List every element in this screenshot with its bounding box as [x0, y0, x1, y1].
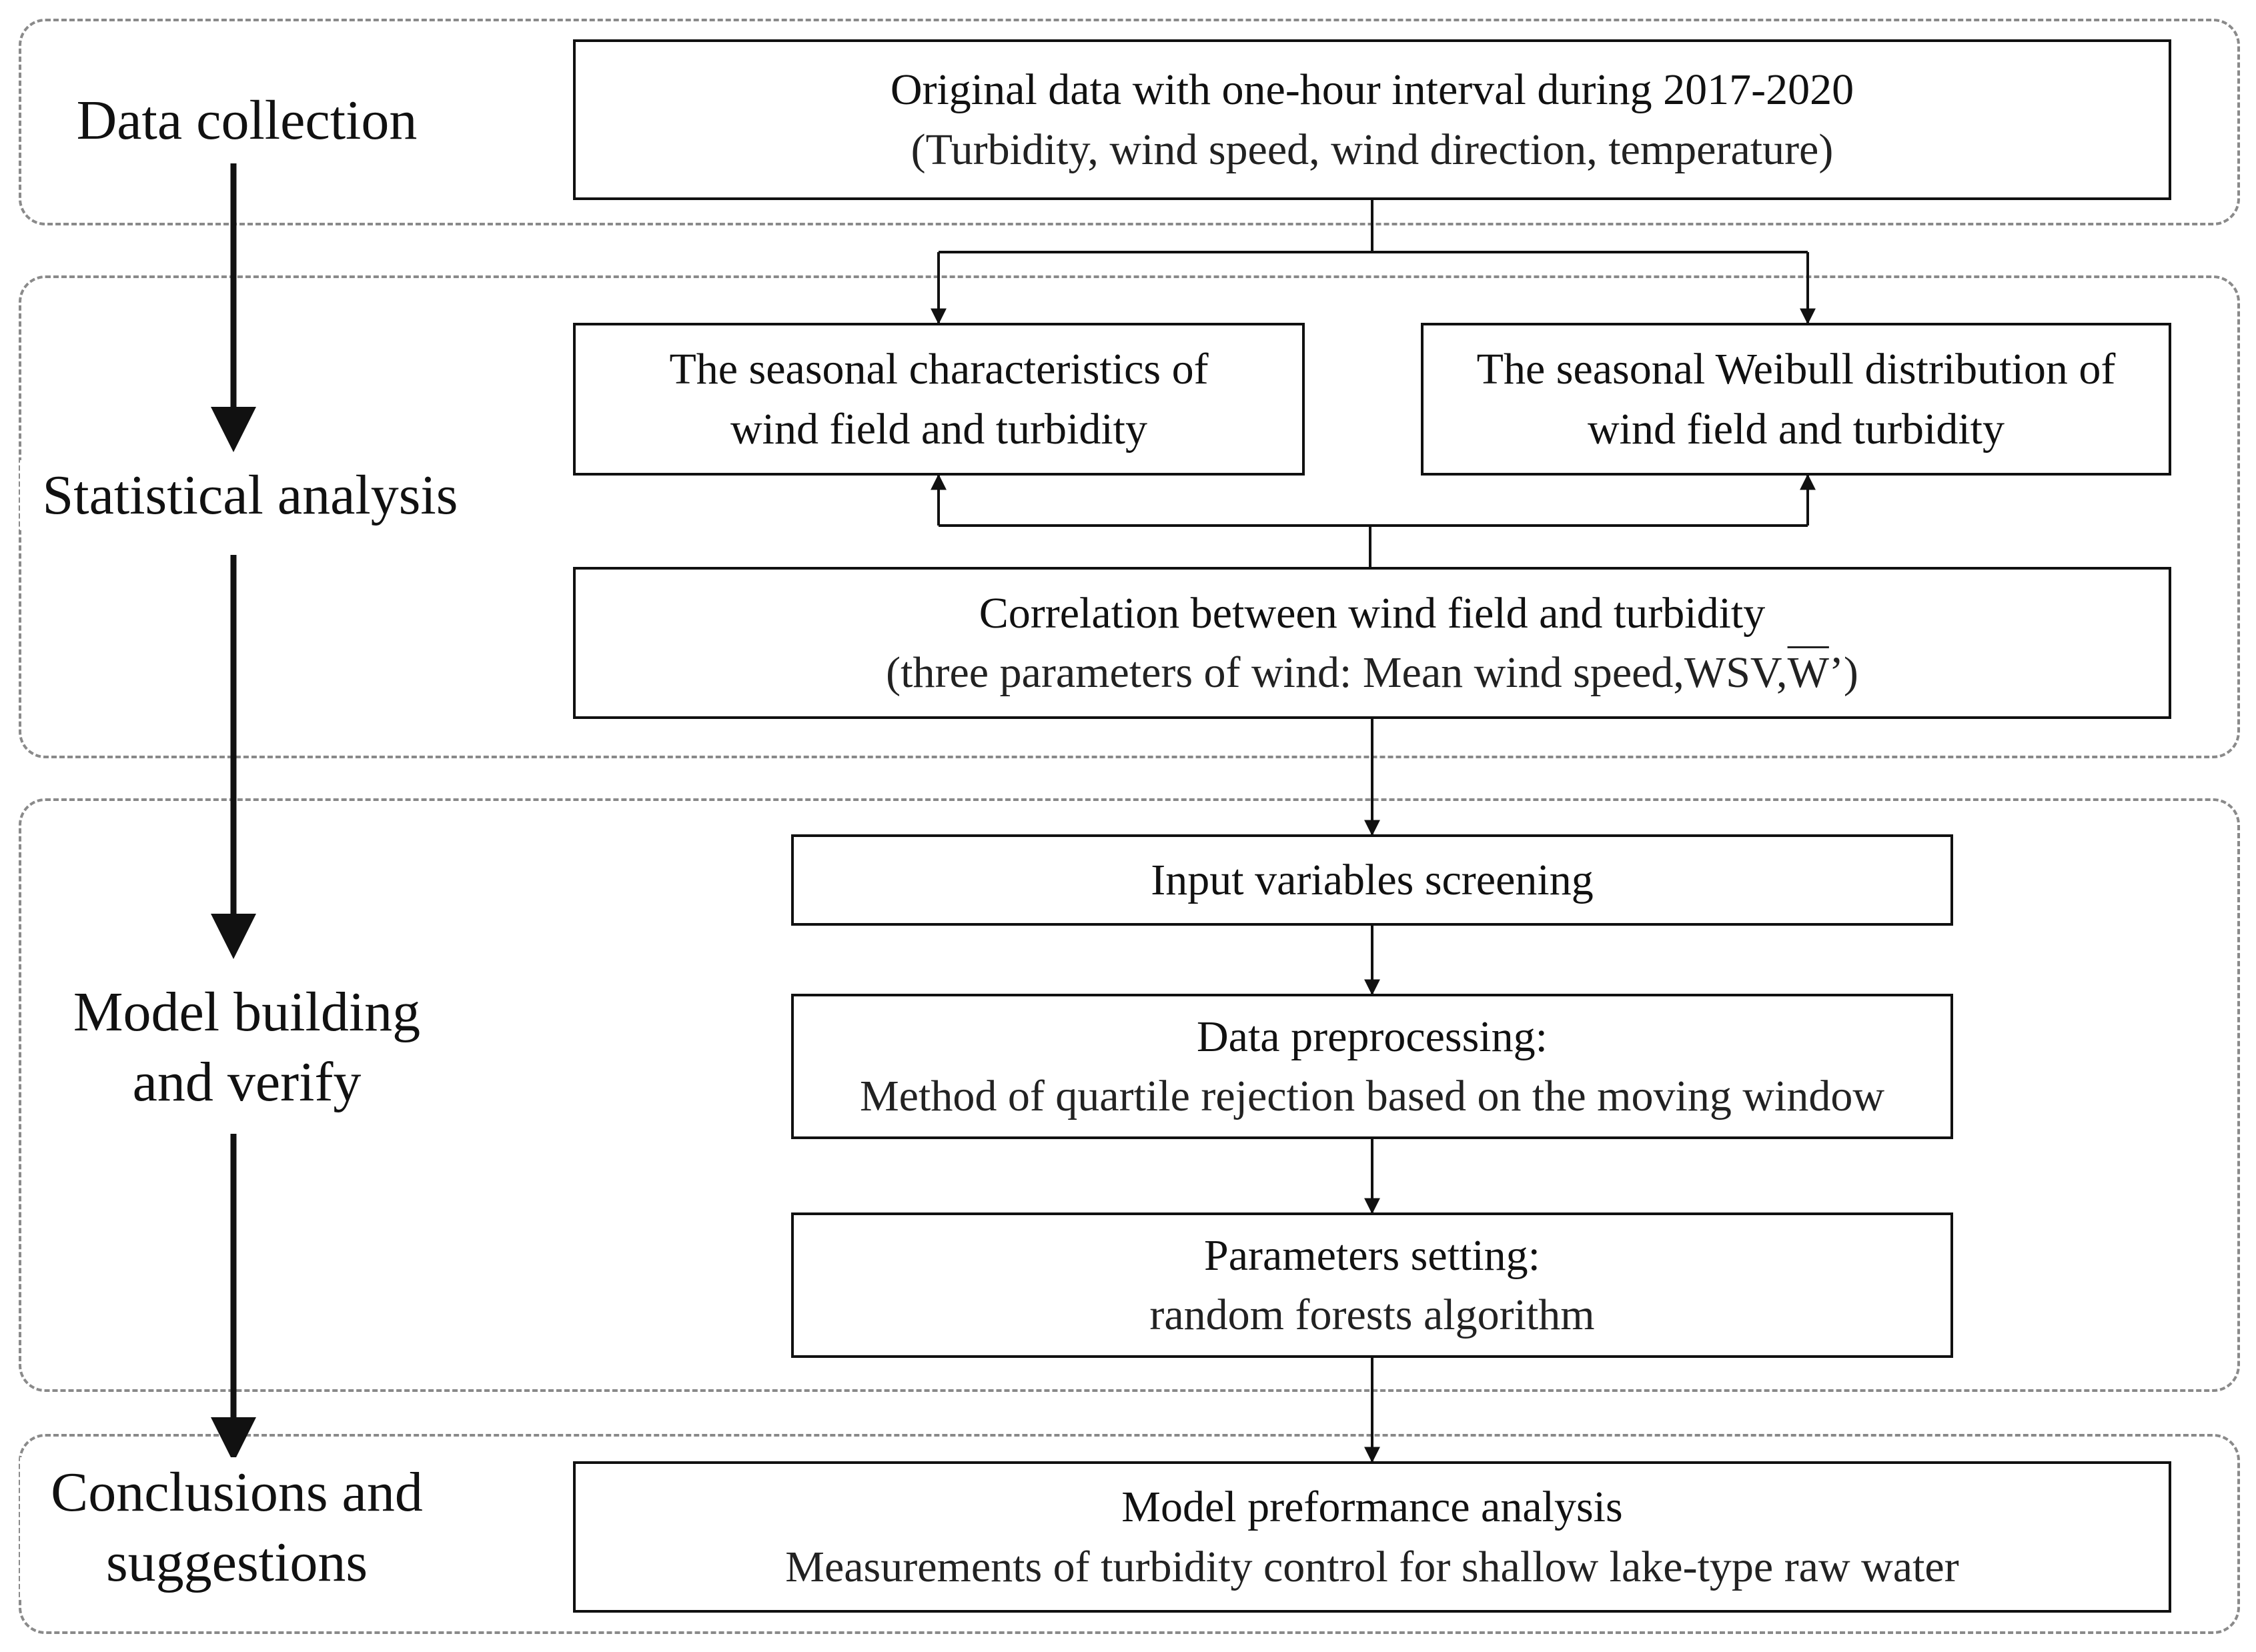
box-seasonal-weibull: The seasonal Weibull distribution of win…: [1421, 323, 2171, 476]
stage-label-model-building: Model building and verify: [40, 977, 454, 1117]
seasonal-characteristics-line1: The seasonal characteristics of: [669, 345, 1209, 394]
box-correlation: Correlation between wind field and turbi…: [573, 567, 2171, 719]
panel-data-collection: [19, 19, 2240, 225]
stage-model-line2: and verify: [132, 1051, 362, 1113]
stage-arrow-2-head: [211, 914, 256, 959]
box-data-preprocessing: Data preprocessing: Method of quartile r…: [791, 994, 1953, 1139]
box-seasonal-characteristics: The seasonal characteristics of wind fie…: [573, 323, 1305, 476]
stage-arrow-3-head: [211, 1417, 256, 1463]
box-input-variables-screening: Input variables screening: [791, 834, 1953, 926]
box-original-data: Original data with one-hour interval dur…: [573, 39, 2171, 200]
correlation-title: Correlation between wind field and turbi…: [979, 588, 1766, 638]
screening-text: Input variables screening: [1151, 855, 1594, 904]
stage-label-conclusions: Conclusions and suggestions: [20, 1457, 454, 1597]
correlation-parameters: (three parameters of wind: Mean wind spe…: [886, 643, 1858, 702]
stage-conclusions-line2: suggestions: [105, 1531, 368, 1593]
stage-statistical-text: Statistical analysis: [42, 464, 458, 526]
original-data-variables: (Turbidity, wind speed, wind direction, …: [911, 125, 1834, 174]
seasonal-characteristics-line2: wind field and turbidity: [730, 404, 1148, 454]
performance-title: Model preformance analysis: [1121, 1483, 1623, 1532]
stage-label-data-collection: Data collection: [40, 85, 454, 155]
box-parameters-setting: Parameters setting: random forests algor…: [791, 1212, 1953, 1358]
w-bar-symbol: W: [1787, 648, 1829, 697]
panel-model-building: [19, 798, 2240, 1392]
stage-arrow-1-head: [211, 407, 256, 452]
stage-label-statistical-analysis: Statistical analysis: [20, 460, 480, 530]
stage-model-line1: Model building: [73, 981, 421, 1043]
original-data-title: Original data with one-hour interval dur…: [890, 65, 1854, 115]
correlation-parameters-suffix: ’): [1828, 648, 1858, 697]
performance-measurements: Measurements of turbidity control for sh…: [785, 1542, 1959, 1591]
preprocessing-method: Method of quartile rejection based on th…: [860, 1072, 1884, 1120]
correlation-parameters-prefix: (three parameters of wind: Mean wind spe…: [886, 648, 1788, 697]
stage-data-collection-text: Data collection: [76, 89, 418, 151]
parameters-title: Parameters setting:: [1203, 1230, 1541, 1280]
seasonal-weibull-line1: The seasonal Weibull distribution of: [1476, 345, 2116, 394]
seasonal-weibull-line2: wind field and turbidity: [1587, 404, 2005, 454]
box-model-performance: Model preformance analysis Measurements …: [573, 1461, 2171, 1613]
parameters-algorithm: random forests algorithm: [1149, 1291, 1595, 1339]
stage-conclusions-line1: Conclusions and: [51, 1461, 423, 1523]
preprocessing-title: Data preprocessing:: [1197, 1012, 1548, 1061]
